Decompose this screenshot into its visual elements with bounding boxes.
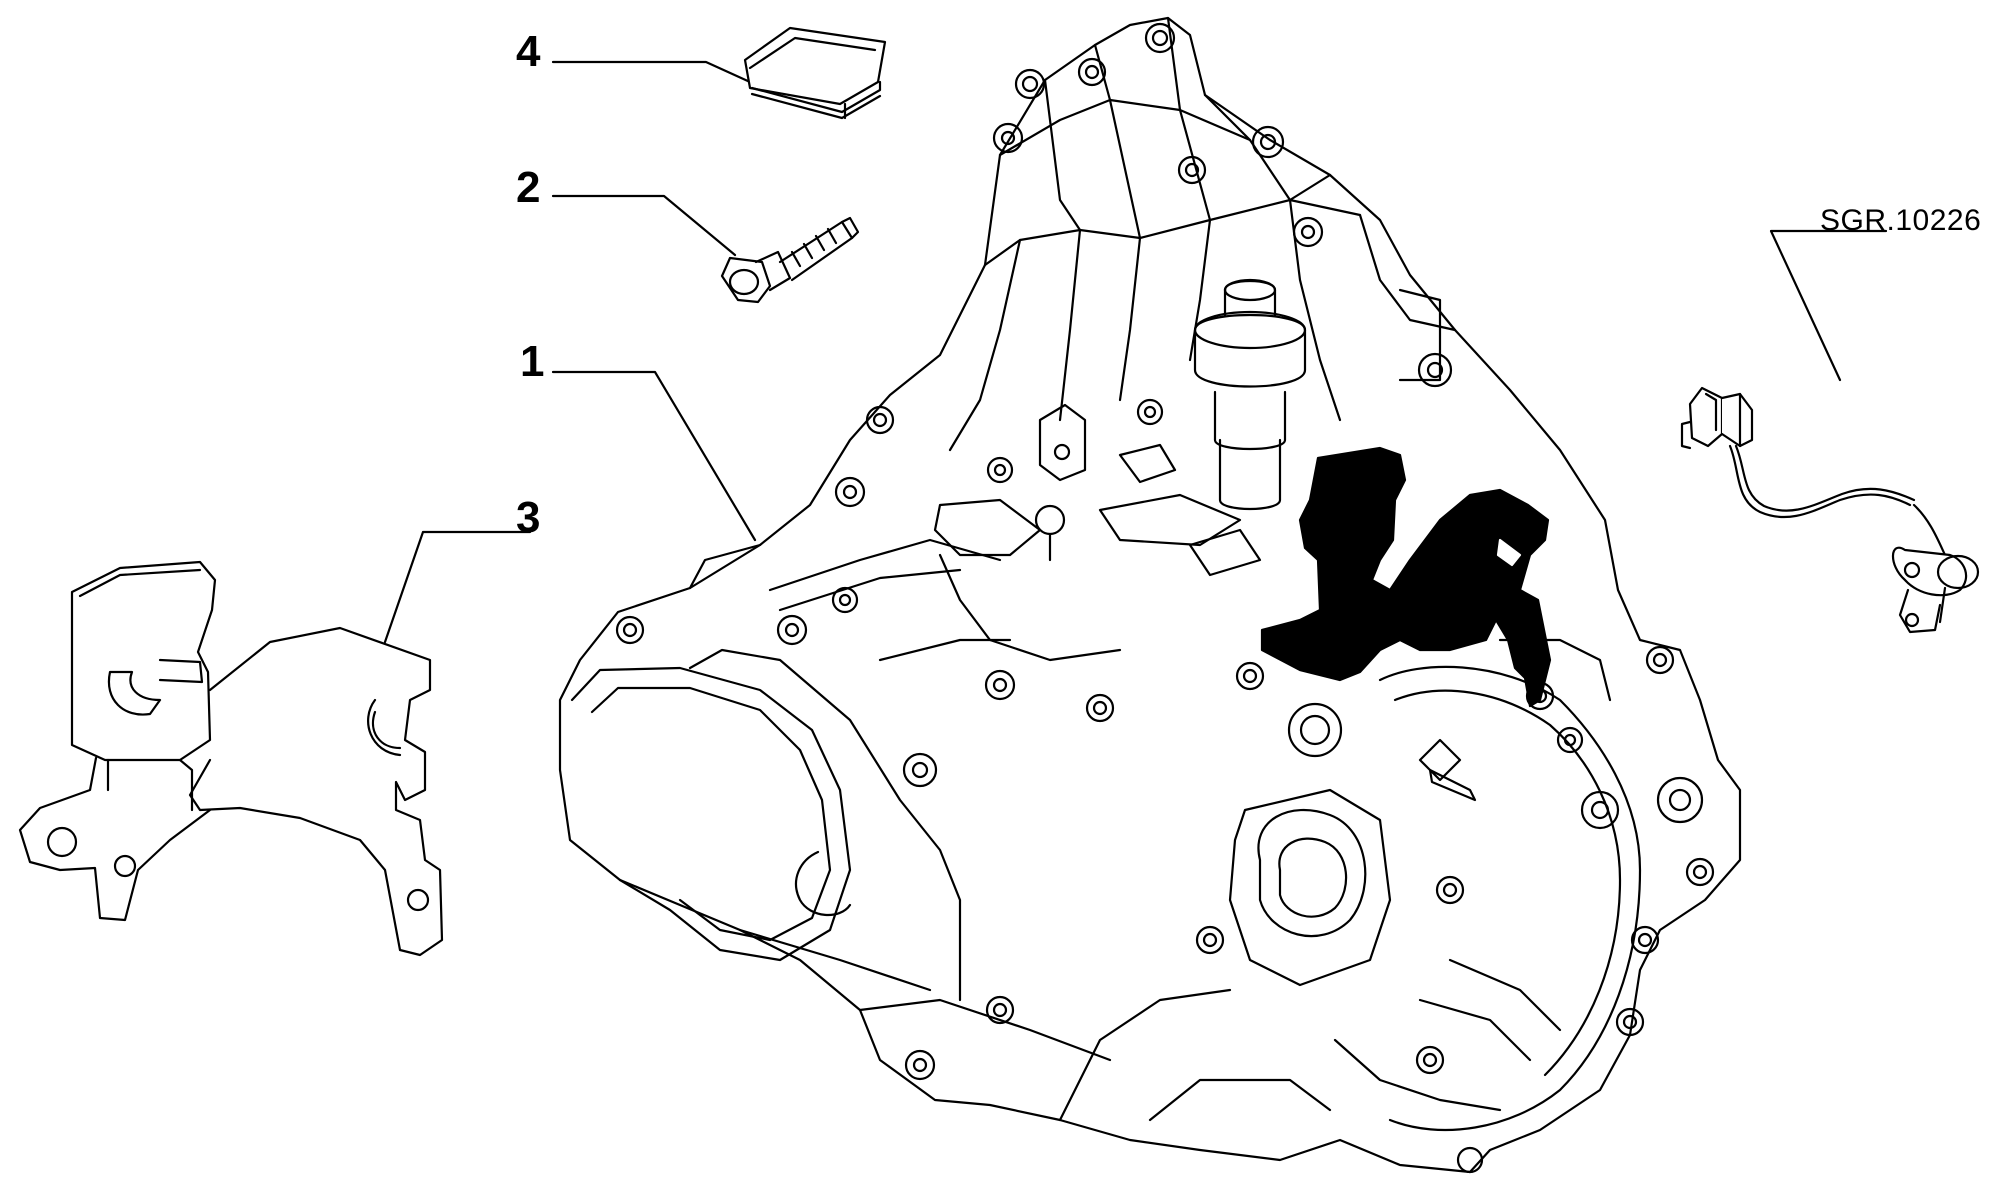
callout-label-4: 4 <box>516 27 541 76</box>
gearbox-part <box>558 16 1742 1174</box>
sensor-part <box>1680 386 1980 634</box>
callout-label-2: 2 <box>516 163 541 212</box>
callout-label-1: 1 <box>520 337 545 386</box>
bracket-part <box>18 560 444 957</box>
plug-part <box>743 26 887 120</box>
leader-lines <box>383 60 1888 644</box>
reference-code: SGR.10226 <box>1820 204 1982 237</box>
support-bracket-highlight <box>1260 446 1552 708</box>
bolt-part <box>720 216 860 304</box>
callout-label-3: 3 <box>516 493 541 542</box>
